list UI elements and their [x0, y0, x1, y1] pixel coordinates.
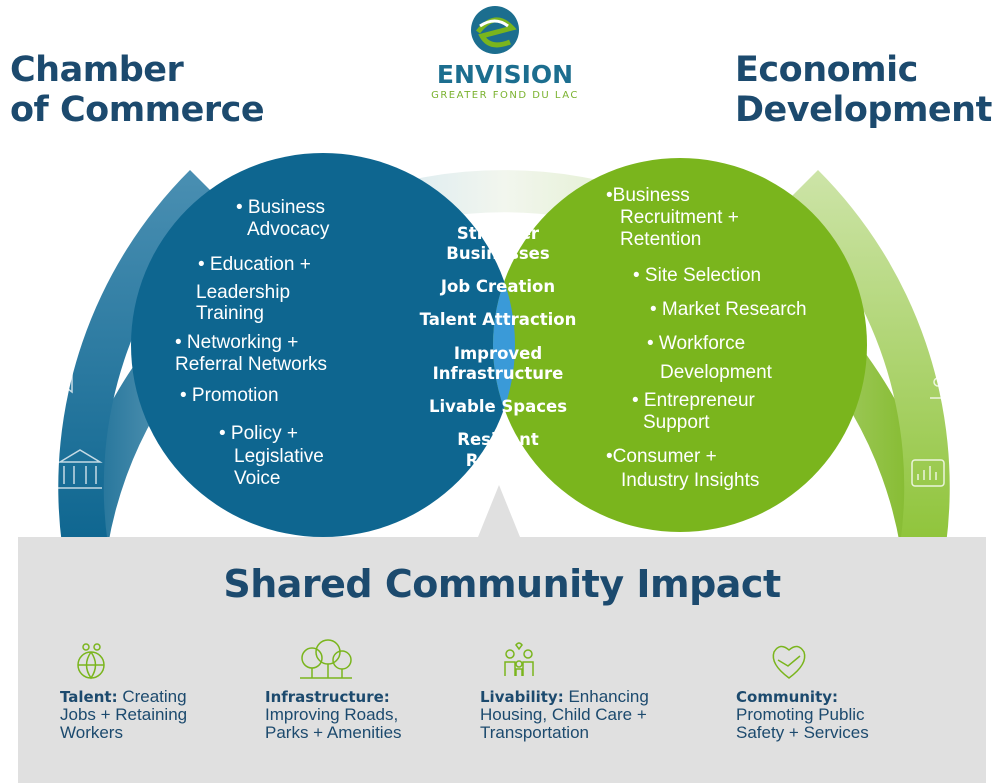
- economic-item-business: •Business: [606, 185, 690, 206]
- person-search-icon: [930, 368, 969, 399]
- economic-circle: [493, 158, 867, 532]
- impact-infrastructure-line2: Improving Roads,: [265, 705, 399, 724]
- overlap-item-resilient: Resilient: [457, 430, 539, 449]
- chamber-item-education: • Education +: [198, 254, 311, 275]
- overlap-item-talent: Talent Attraction: [419, 310, 577, 329]
- bar-growth-icon: [926, 262, 964, 305]
- network-people-icon: [42, 255, 82, 288]
- chamber-item-policy: • Policy +: [219, 423, 298, 444]
- impact-livability: Livability: Enhancing Housing, Child Car…: [480, 688, 649, 742]
- economic-item-business-3: Retention: [620, 229, 702, 250]
- impact-livability-line3: Transportation: [480, 723, 589, 742]
- impact-talent: Talent: Creating Jobs + Retaining Worker…: [60, 688, 187, 742]
- impact-panel: [18, 485, 986, 783]
- overlap-item-stronger: Stronger: [456, 224, 540, 243]
- handshake-heart-icon: [772, 645, 806, 679]
- impact-talent-line3: Workers: [60, 723, 123, 742]
- impact-community: Community: Promoting Public Safety + Ser…: [736, 688, 869, 742]
- economic-item-entrepreneur-2: Support: [643, 412, 710, 433]
- brand-subtitle: GREATER FOND DU LAC: [431, 90, 579, 101]
- overlap-item-region: Region: [465, 451, 531, 470]
- economic-item-workforce: • Workforce: [647, 333, 746, 354]
- impact-talent-label: Talent:: [60, 688, 118, 706]
- chamber-title-line1: Chamber: [10, 50, 184, 90]
- chamber-title: Chamber of Commerce: [10, 50, 265, 130]
- courthouse-icon: [57, 449, 103, 489]
- outer-ring-left: [58, 170, 222, 545]
- overlap-item-infrastructure: Infrastructure: [432, 364, 564, 383]
- trees-icon: [300, 639, 352, 679]
- economic-item-consumer: •Consumer +: [606, 446, 717, 467]
- overlap-item-livable: Livable Spaces: [428, 397, 568, 416]
- outer-ring-right: [786, 170, 950, 545]
- chamber-item-networking-2: Referral Networks: [175, 354, 328, 375]
- chamber-item-education-2: Leadership: [196, 282, 291, 303]
- chamber-title-line2: of Commerce: [10, 90, 265, 130]
- chamber-item-education-3: Training: [196, 303, 264, 324]
- impact-talent-line1: Creating: [117, 687, 187, 706]
- chamber-item-networking: • Networking +: [175, 332, 299, 353]
- impact-livability-label: Livability:: [480, 688, 564, 706]
- economic-item-market: • Market Research: [650, 299, 807, 320]
- dashboard-icon: [911, 459, 945, 487]
- building-icon: [79, 169, 117, 199]
- overlap-item-job-creation: Job Creation: [440, 277, 556, 296]
- economic-title-line2: Development: [735, 90, 992, 130]
- impact-community-line3: Safety + Services: [736, 723, 869, 742]
- impact-infrastructure-line3: Parks + Amenities: [265, 723, 402, 742]
- impact-infrastructure-label: Infrastructure:: [265, 688, 390, 706]
- brand-name: ENVISION: [436, 60, 574, 89]
- economic-item-entrepreneur: • Entrepreneur: [632, 390, 755, 411]
- chamber-item-business-2: Advocacy: [247, 219, 330, 240]
- economic-title-line1: Economic: [735, 50, 918, 90]
- economic-item-workforce-2: Development: [660, 362, 772, 383]
- impact-livability-line2: Housing, Child Care +: [480, 705, 647, 724]
- globe-people-icon: [77, 643, 105, 680]
- overlap-item-improved: Improved: [453, 344, 543, 363]
- economic-item-consumer-2: Industry Insights: [621, 470, 760, 491]
- impact-community-label: Community:: [736, 688, 839, 706]
- chamber-item-business: • Business: [236, 197, 326, 218]
- chamber-item-policy-3: Voice: [234, 468, 281, 489]
- megaphone-icon: [35, 348, 73, 394]
- economic-item-site: • Site Selection: [633, 265, 762, 286]
- chamber-circle: [131, 153, 515, 537]
- envision-logo-icon: [471, 6, 519, 54]
- impact-livability-line1: Enhancing: [563, 687, 649, 706]
- impact-infrastructure: Infrastructure: Improving Roads, Parks +…: [265, 688, 402, 742]
- impact-community-line2: Promoting Public: [736, 705, 865, 724]
- impact-talent-line2: Jobs + Retaining: [60, 705, 188, 724]
- impact-title: Shared Community Impact: [223, 562, 781, 606]
- chamber-item-policy-2: Legislative: [234, 446, 324, 467]
- family-icon: [504, 642, 534, 676]
- handshake-icon: [884, 179, 932, 203]
- economic-title: Economic Development: [735, 50, 992, 130]
- overlap-item-businesses: Businesses: [446, 244, 550, 263]
- economic-item-business-2: Recruitment +: [620, 207, 739, 228]
- chamber-item-promotion: • Promotion: [180, 385, 279, 406]
